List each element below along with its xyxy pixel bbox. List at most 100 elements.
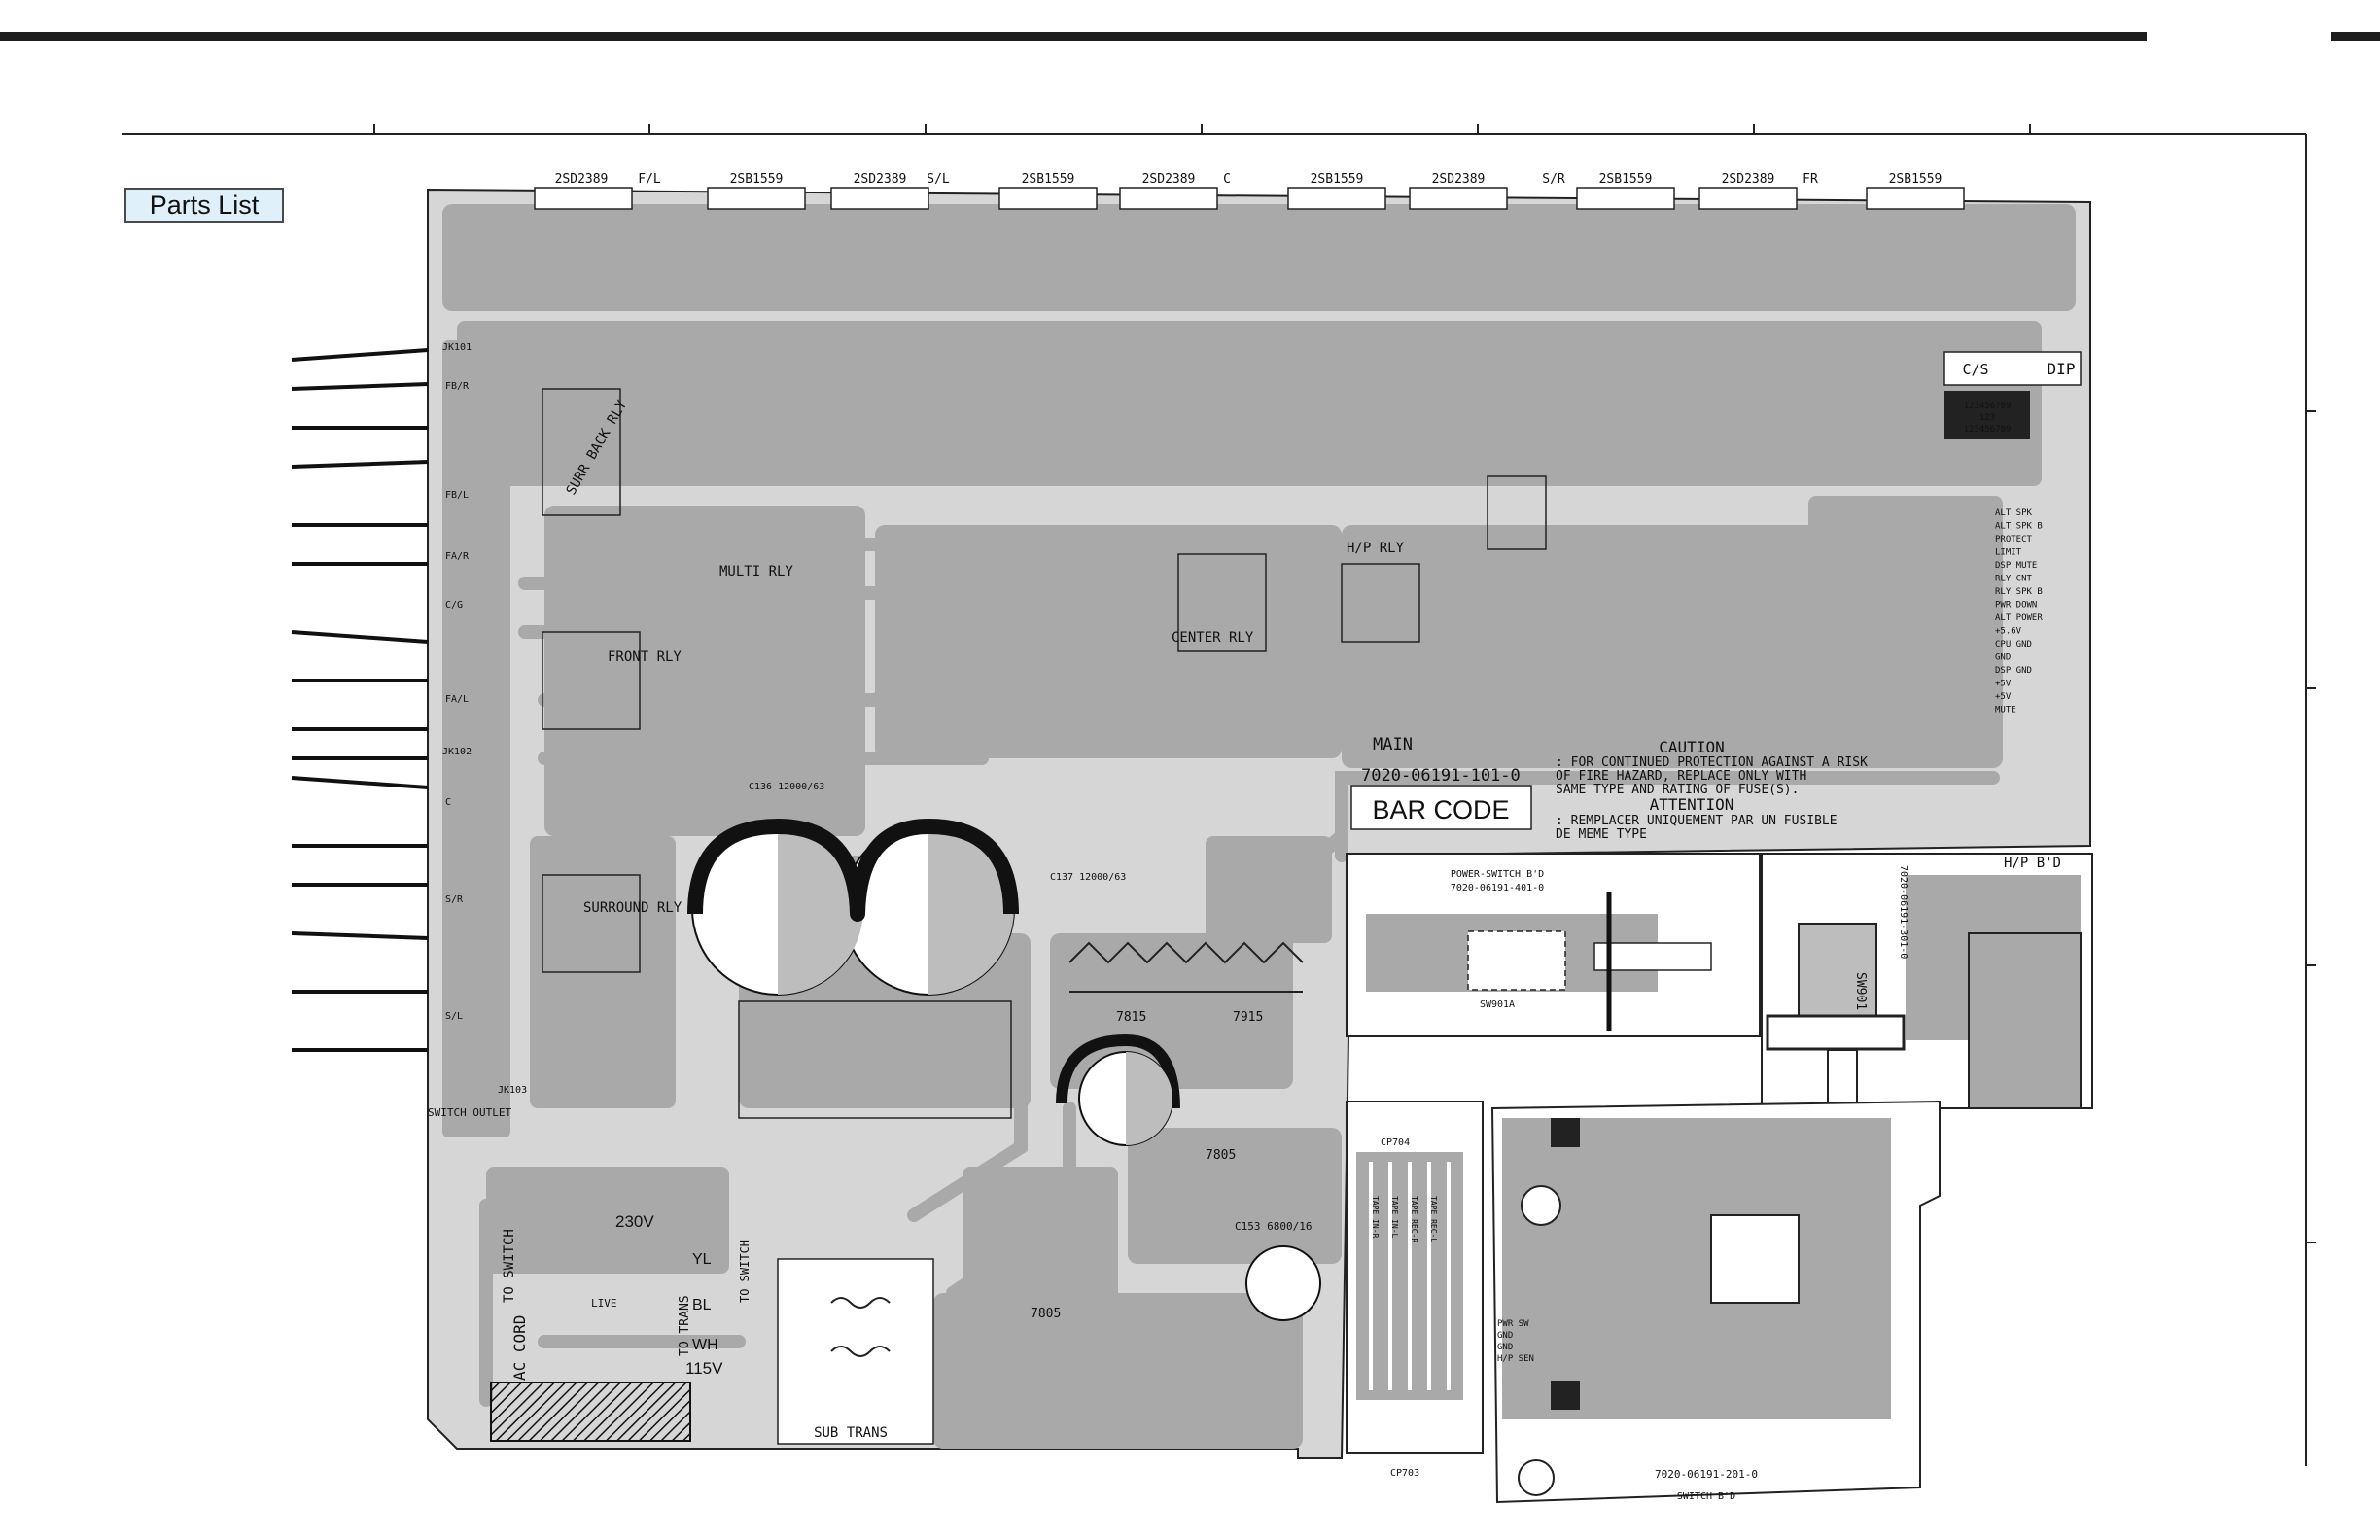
regulator-label: 7815	[1116, 1010, 1146, 1025]
wire-label: YL	[692, 1251, 712, 1268]
transistor-label: S/R	[1542, 172, 1565, 187]
ac-cord-label: AC CORD	[510, 1315, 529, 1381]
caution-line: : FOR CONTINUED PROTECTION AGAINST A RIS…	[1556, 755, 1868, 770]
jack-pin-label: FB/R	[445, 381, 470, 392]
power-switch-part-number: 7020-06191-401-0	[1451, 883, 1544, 893]
dip-number: 123	[1979, 413, 1995, 423]
relay-label: MULTI RLY	[719, 564, 793, 579]
relay-label: FRONT RLY	[608, 649, 682, 665]
pwr-pin-label: GND	[1497, 1343, 1513, 1352]
control-signal-label: ALT POWER	[1995, 613, 2043, 623]
to-switch-label: TO SWITCH	[502, 1229, 517, 1303]
control-signal-label: GND	[1995, 653, 2011, 663]
jack-label: JK103	[498, 1085, 527, 1096]
regulator-label: 7805	[1031, 1307, 1061, 1321]
speaker-jacks	[291, 348, 429, 1052]
header-rule-right	[2331, 32, 2380, 41]
control-signal-label: LIMIT	[1995, 548, 2022, 558]
switch-board-title: SWITCH B'D	[1677, 1491, 1735, 1502]
control-signal-label: PROTECT	[1995, 535, 2033, 544]
dip-number: 123456789	[1964, 402, 2012, 411]
jack-label: JK101	[442, 342, 472, 353]
control-signal-label: PWR DOWN	[1995, 601, 2037, 611]
transistor-label: FR	[1802, 172, 1818, 187]
relay-label: CENTER RLY	[1172, 630, 1254, 646]
transistor-label: 2SB1559	[1599, 172, 1653, 187]
wire-label: WH	[692, 1337, 718, 1353]
regulator-label: 7915	[1233, 1010, 1263, 1025]
control-signal-label: RLY CNT	[1995, 575, 2033, 584]
heatsink	[1068, 941, 1304, 993]
caution-title: CAUTION	[1659, 738, 1724, 756]
jack-label: JK102	[442, 747, 472, 757]
switch-board	[1490, 1100, 1941, 1504]
hp-board	[1761, 853, 2093, 1129]
caution-line: SAME TYPE AND RATING OF FUSE(S).	[1556, 783, 1799, 797]
to-trans-label: TO TRANS	[678, 1295, 692, 1356]
jack-pin-label: C	[445, 797, 451, 808]
pwr-pin-label: PWR SW	[1497, 1319, 1529, 1329]
to-switch2-label: TO SWITCH	[738, 1240, 752, 1303]
transistor-label: 2SD2389	[1142, 172, 1196, 187]
power-switch-name: SW901A	[1480, 999, 1515, 1010]
tape-pin-label: TAPE REC-R	[1410, 1196, 1418, 1242]
main-board	[291, 187, 2091, 1459]
jack-pin-label: FB/L	[445, 490, 469, 501]
transistor-label: 2SB1559	[730, 172, 784, 187]
jack-pin-label: S/L	[445, 1011, 463, 1022]
transistor-label: 2SB1559	[1889, 172, 1942, 187]
live-label: LIVE	[591, 1297, 617, 1310]
control-signal-label: RLY SPK B	[1995, 587, 2043, 597]
switch-board-part-number: 7020-06191-201-0	[1655, 1468, 1758, 1481]
transistor-label: S/L	[927, 172, 950, 187]
tape-pin-label: TAPE IN-R	[1371, 1196, 1380, 1239]
connector-label: CP704	[1381, 1138, 1410, 1148]
transistor-label: 2SB1559	[1022, 172, 1075, 187]
switch-outlet-label: SWITCH OUTLET	[428, 1106, 511, 1119]
filter-capacitors	[687, 819, 1321, 1321]
output-transistors	[534, 187, 1965, 210]
bar-code-box	[1350, 785, 1532, 830]
attention-title: ATTENTION	[1650, 795, 1734, 814]
jack-pin-label: S/R	[445, 894, 464, 905]
tape-pin-label: TAPE REC-L	[1429, 1196, 1438, 1242]
cap-label: C137 12000/63	[1050, 872, 1126, 883]
drawing-frame	[122, 124, 2316, 1466]
attention-line: : REMPLACER UNIQUEMENT PAR UN FUSIBLE	[1556, 814, 1838, 828]
parts-list-button[interactable]: Parts List	[124, 188, 284, 223]
bar-code-label: BAR CODE	[1372, 795, 1509, 824]
tape-connector-board	[1346, 1101, 1484, 1454]
control-signal-label: ALT SPK B	[1995, 522, 2043, 532]
voltage-label: 115V	[685, 1359, 723, 1378]
voltage-label: 230V	[615, 1212, 654, 1231]
control-signal-label: +5V	[1995, 680, 2012, 689]
relay-label: SURROUND RLY	[583, 900, 682, 916]
transistor-label: C	[1223, 172, 1231, 187]
hp-board-title: H/P B'D	[2004, 856, 2061, 871]
relay-label: H/P RLY	[1347, 541, 1405, 556]
power-switch-title: POWER-SWITCH B'D	[1451, 869, 1544, 880]
connector-label: CP703	[1390, 1468, 1419, 1479]
hatched-keepout	[490, 1382, 691, 1442]
sub-transformer	[777, 1258, 934, 1445]
transistor-label: 2SD2389	[1432, 172, 1486, 187]
cap-label: C136 12000/63	[749, 782, 824, 792]
transistor-label: 2SD2389	[555, 172, 609, 187]
transistor-label: 2SB1559	[1311, 172, 1364, 187]
hp-switch-name: SW901	[1853, 972, 1868, 1010]
pwr-pin-label: GND	[1497, 1331, 1513, 1341]
regulator-label: 7805	[1206, 1148, 1236, 1163]
tape-pin-label: TAPE IN-L	[1390, 1196, 1399, 1239]
header-rule	[0, 32, 2147, 41]
wire-label: BL	[692, 1297, 712, 1313]
jack-pin-label: FA/R	[445, 551, 470, 562]
dip-label: DIP	[2048, 360, 2076, 378]
cap-label: C153 6800/16	[1235, 1220, 1312, 1233]
control-signal-label: DSP MUTE	[1995, 561, 2037, 571]
transistor-label: 2SD2389	[1722, 172, 1775, 187]
pwr-pin-label: H/P SEN	[1497, 1354, 1534, 1364]
dip-switch-block	[1944, 391, 2030, 439]
board-part-number: 7020-06191-101-0	[1361, 766, 1521, 786]
control-signal-label: ALT SPK	[1995, 508, 2033, 518]
